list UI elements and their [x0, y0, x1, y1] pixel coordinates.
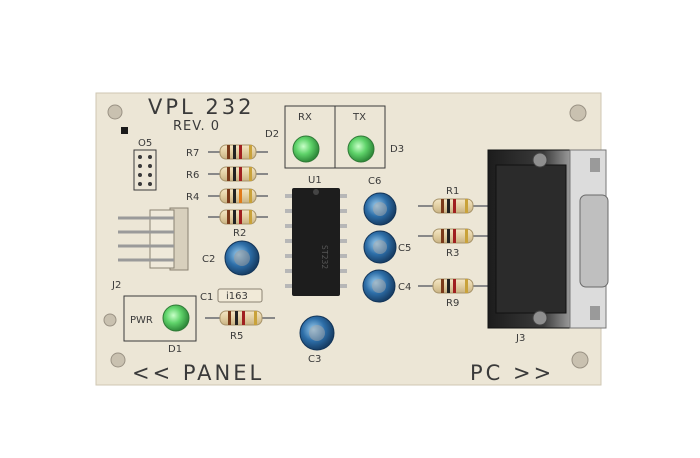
label-c1: C1: [200, 292, 213, 303]
footer-left-label: << PANEL: [132, 361, 264, 385]
footer-right-label: PC >>: [470, 361, 554, 385]
connector-j2: [118, 207, 189, 271]
label-r1: R1: [446, 186, 459, 197]
tx-led: [347, 135, 375, 163]
pin-header-pads: [138, 155, 152, 186]
label-d1: D1: [168, 344, 182, 355]
resistor-r2: [208, 209, 268, 225]
pin1-marker: [121, 127, 128, 134]
label-c6: C6: [368, 176, 381, 187]
mounting-holes: [103, 104, 589, 369]
resistor-r5: [205, 310, 275, 326]
board-title: VPL 232: [148, 95, 255, 119]
label-tx: TX: [352, 112, 366, 123]
mounting-hole: [571, 351, 589, 369]
resistor-r1: [418, 198, 488, 214]
label-r9: R9: [446, 298, 459, 309]
label-pwr: PWR: [130, 315, 153, 326]
resistor-r4: [208, 188, 268, 204]
header-label: O5: [138, 138, 152, 149]
resistor-r9: [418, 278, 488, 294]
label-d2: D2: [265, 129, 279, 140]
label-c2: C2: [202, 254, 215, 265]
capacitor-c1: [217, 288, 263, 303]
label-d3: D3: [390, 144, 404, 155]
label-u1: U1: [308, 175, 322, 186]
ic-u1: ST232: [285, 188, 347, 296]
label-j2: J2: [111, 280, 121, 291]
label-c3: C3: [308, 354, 321, 365]
rx-led: [292, 135, 320, 163]
mounting-hole: [110, 352, 126, 368]
resistor-r7: [208, 144, 268, 160]
label-c4: C4: [398, 282, 411, 293]
mounting-hole: [103, 313, 117, 327]
pin-header-outline: [133, 149, 157, 191]
label-r3: R3: [446, 248, 459, 259]
label-r4: R4: [186, 192, 199, 203]
mounting-hole: [569, 104, 587, 122]
label-j3: J3: [515, 333, 525, 344]
label-r2: R2: [233, 228, 246, 239]
pwr-led-outline: [123, 295, 197, 342]
connector-j3-db9: [487, 149, 609, 329]
label-rx: RX: [298, 112, 312, 123]
resistor-r6: [208, 166, 268, 182]
label-r7: R7: [186, 148, 199, 159]
pwr-led: [162, 304, 190, 332]
c1-marking: i163: [226, 291, 248, 302]
resistor-r3: [418, 228, 488, 244]
svg-text:ST232: ST232: [320, 245, 329, 269]
label-r6: R6: [186, 170, 199, 181]
mounting-hole: [107, 104, 123, 120]
label-r5: R5: [230, 331, 243, 342]
board-revision: REV. 0: [173, 119, 220, 134]
label-c5: C5: [398, 243, 411, 254]
